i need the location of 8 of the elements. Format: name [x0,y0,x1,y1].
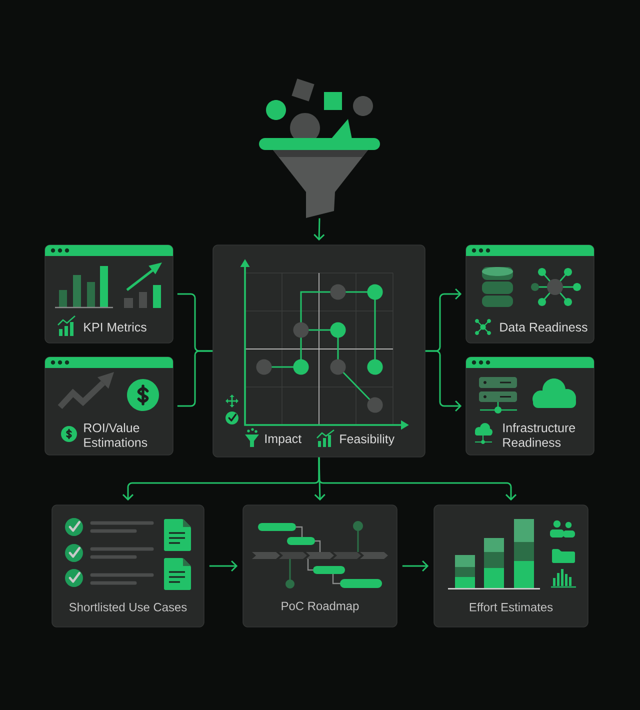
arrow [314,218,325,241]
arrow [314,457,326,501]
arrow [402,560,429,572]
arrow [318,457,517,501]
arrow [209,560,238,572]
arrow [425,350,462,412]
connector-line [177,350,213,407]
funnel-illustration [259,78,380,218]
